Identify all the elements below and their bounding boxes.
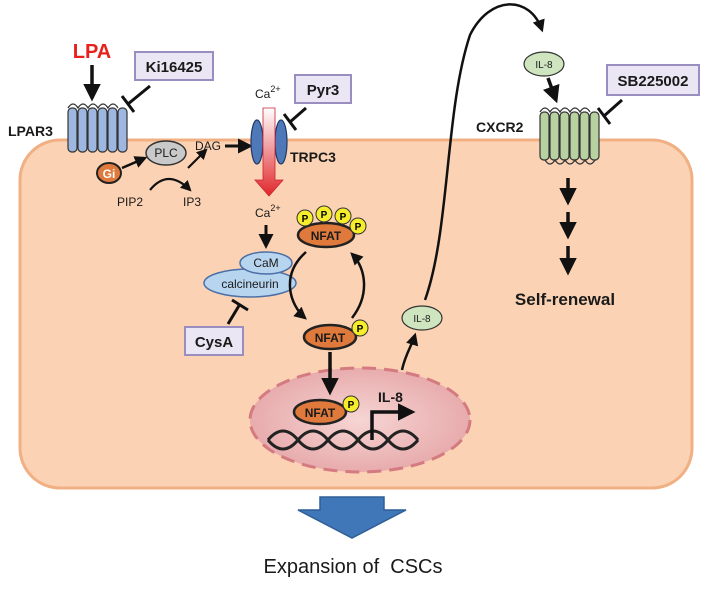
trpc3-label: TRPC3 — [290, 149, 336, 165]
ca-influx-arrow — [254, 107, 284, 197]
dag-label: DAG — [195, 139, 221, 153]
phospho-nucleus-label: P — [348, 400, 355, 411]
il8-inside — [401, 305, 443, 331]
phospho-nucleus — [342, 395, 360, 413]
self-renewal-label: Self-renewal — [515, 290, 615, 309]
expansion-label: Expansion of CSCs — [264, 556, 443, 578]
calcineurin-label: calcineurin — [221, 277, 278, 291]
nfat-nucleus-label: NFAT — [305, 406, 336, 420]
gi-to-plc-arrow — [121, 156, 148, 170]
cam-protein — [239, 251, 293, 275]
ca-inside-base: Ca — [255, 206, 271, 220]
phospho-p4: P — [355, 222, 362, 233]
nfat-middle-label: NFAT — [315, 331, 346, 345]
nfat-nucleus — [292, 398, 348, 426]
ip3-label: IP3 — [183, 195, 201, 209]
ca-inside-label: Ca2+ — [255, 203, 281, 220]
phospho-p2: P — [321, 210, 328, 221]
ca-top-label: Ca2+ — [255, 84, 281, 101]
ki16425-box — [134, 51, 214, 81]
lpar3-label: LPAR3 — [8, 123, 53, 139]
phospho-middle-label: P — [357, 324, 364, 335]
expansion-arrow — [297, 496, 407, 539]
cam-label: CaM — [253, 256, 278, 270]
cysa-label: CysA — [195, 334, 234, 351]
lpa-label: LPA — [73, 41, 112, 63]
cxcr2-label: CXCR2 — [476, 119, 524, 135]
ki16425-inhibition — [120, 84, 151, 113]
il8-outside-label: IL-8 — [535, 60, 553, 71]
il8-secretion-arrow — [400, 332, 419, 371]
il8-gene-label: IL-8 — [378, 389, 403, 405]
gi-protein — [96, 162, 122, 184]
pip2-label: PIP2 — [117, 195, 143, 209]
il8-outside — [523, 51, 565, 77]
cysa-box — [184, 326, 244, 356]
lpar3-receptor — [67, 103, 128, 153]
phospho-p3: P — [340, 212, 347, 223]
cysa-inhibition — [226, 298, 249, 325]
cxcr2-receptor — [539, 107, 600, 165]
sb225002-box — [606, 64, 700, 96]
plc-label: PLC — [154, 146, 178, 160]
phospho-p1: P — [302, 214, 309, 225]
nfat-top-label: NFAT — [311, 229, 342, 243]
pyr3-label: Pyr3 — [307, 82, 340, 99]
pyr3-inhibition — [282, 106, 307, 131]
il8-inside-label: IL-8 — [413, 314, 431, 325]
plc-enzyme — [145, 140, 187, 166]
sb225002-label: SB225002 — [618, 73, 689, 90]
dna-helix — [266, 429, 420, 451]
ca-top-base: Ca — [255, 87, 271, 101]
plc-to-dag-arrow — [187, 148, 208, 169]
pip2-ip3-arrow — [149, 177, 192, 192]
sb225002-inhibition — [596, 98, 623, 125]
pyr3-box — [294, 74, 352, 104]
ca-top-charge: 2+ — [270, 84, 280, 94]
ca-inside-charge: 2+ — [270, 203, 280, 213]
phospho-groups-top: P P P P — [296, 205, 367, 235]
transcription-arrow — [370, 403, 416, 440]
phospho-middle — [351, 319, 369, 337]
rephosphorylation-arrow — [350, 252, 366, 319]
gi-label: Gi — [103, 167, 116, 181]
nfat-phospho-top — [296, 221, 356, 249]
nfat-middle — [302, 323, 358, 351]
dephosphorylation-arrow — [288, 251, 307, 320]
il8-export-arrow — [423, 3, 545, 301]
il8-to-cxcr2-arrow — [542, 77, 560, 104]
ki16425-label: Ki16425 — [146, 59, 203, 76]
nucleus — [248, 366, 472, 474]
